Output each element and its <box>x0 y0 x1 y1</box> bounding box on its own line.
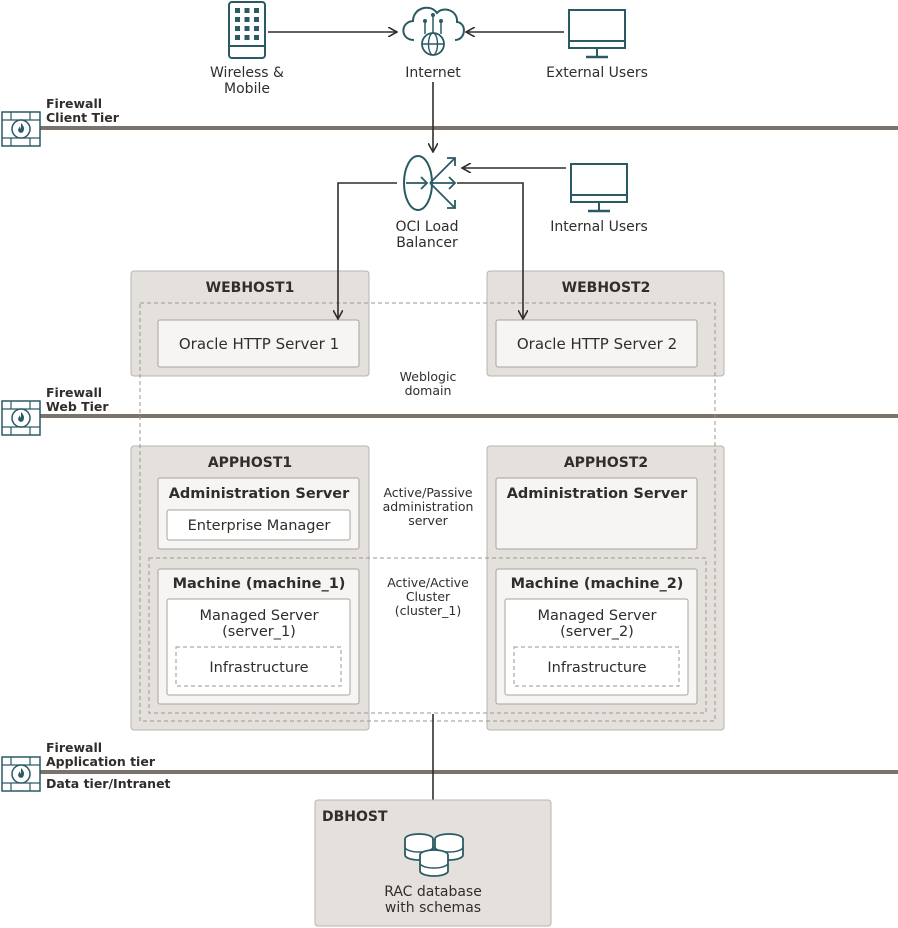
internet-label: Internet <box>405 65 461 81</box>
monitor-icon <box>569 162 629 213</box>
external-users-label: External Users <box>546 65 648 81</box>
admin-server-2-label: Administration Server <box>507 486 688 502</box>
webhost2-title: WEBHOST2 <box>562 280 651 296</box>
managed-server-2-id: (server_2) <box>560 624 634 640</box>
infrastructure-1-label: Infrastructure <box>209 660 308 676</box>
cluster-boundary <box>148 557 707 714</box>
active-passive-line3: server <box>408 513 448 528</box>
active-active-line3: (cluster_1) <box>395 603 461 618</box>
apphost2-title: APPHOST2 <box>564 455 648 471</box>
active-passive-line2: administration <box>383 499 474 514</box>
ohs2-label: Oracle HTTP Server 2 <box>517 335 677 353</box>
apphost1-title: APPHOST1 <box>208 455 292 471</box>
mobile-icon <box>228 1 266 59</box>
infrastructure-2-label: Infrastructure <box>547 660 646 676</box>
internal-users-label: Internal Users <box>550 219 648 235</box>
weblogic-label-line1: Weblogic <box>400 369 457 384</box>
data-tier-label: Data tier/Intranet <box>46 776 171 791</box>
wireless-label: Wireless & <box>210 65 284 81</box>
managed-server-2-label: Managed Server <box>538 608 657 624</box>
managed-server-1-label: Managed Server <box>200 608 319 624</box>
app-tier-firewall-label: Firewall <box>46 740 102 755</box>
active-passive-line1: Active/Passive <box>383 485 472 500</box>
monitor-icon <box>567 8 627 59</box>
lb-to-ohs2-arrow <box>457 182 523 319</box>
ohs1-box <box>157 319 360 368</box>
firewall-icon <box>1 756 41 792</box>
client-tier-label: Client Tier <box>46 110 120 125</box>
enterprise-manager-box <box>166 509 351 541</box>
infrastructure-1-box <box>175 646 342 687</box>
lb-label-line2: Balancer <box>396 235 458 251</box>
machine-1-label: Machine (machine_1) <box>173 576 346 592</box>
admin-server-1-label: Administration Server <box>169 486 350 502</box>
active-active-line2: Cluster <box>406 589 451 604</box>
app-tier-label: Application tier <box>46 754 156 769</box>
managed-server-1-box <box>166 598 351 696</box>
admin-server-2-box <box>495 477 698 550</box>
active-active-line1: Active/Active <box>387 575 469 590</box>
dbhost-title: DBHOST <box>322 809 388 825</box>
db-label-line2: with schemas <box>385 900 481 916</box>
weblogic-domain-boundary <box>139 302 716 722</box>
mobile-label: Mobile <box>224 81 270 97</box>
client-tier-firewall-label: Firewall <box>46 96 102 111</box>
db-label-line1: RAC database <box>384 884 482 900</box>
managed-server-1-id: (server_1) <box>222 624 296 640</box>
weblogic-label-line2: domain <box>405 383 452 398</box>
lb-label-line1: OCI Load <box>396 219 459 235</box>
ohs1-label: Oracle HTTP Server 1 <box>179 335 339 353</box>
internet-cloud-icon <box>402 6 465 56</box>
lb-to-ohs1-arrow <box>338 182 397 319</box>
webhost1-title: WEBHOST1 <box>206 280 295 296</box>
infrastructure-2-box <box>513 646 680 687</box>
load-balancer-icon <box>403 155 457 211</box>
firewall-icon <box>1 111 41 147</box>
web-tier-firewall-label: Firewall <box>46 385 102 400</box>
firewall-icon <box>1 400 41 436</box>
ohs2-box <box>495 319 698 368</box>
managed-server-2-box <box>504 598 689 696</box>
machine-2-label: Machine (machine_2) <box>511 576 684 592</box>
web-tier-label: Web Tier <box>46 399 109 414</box>
enterprise-manager-label: Enterprise Manager <box>188 518 331 534</box>
